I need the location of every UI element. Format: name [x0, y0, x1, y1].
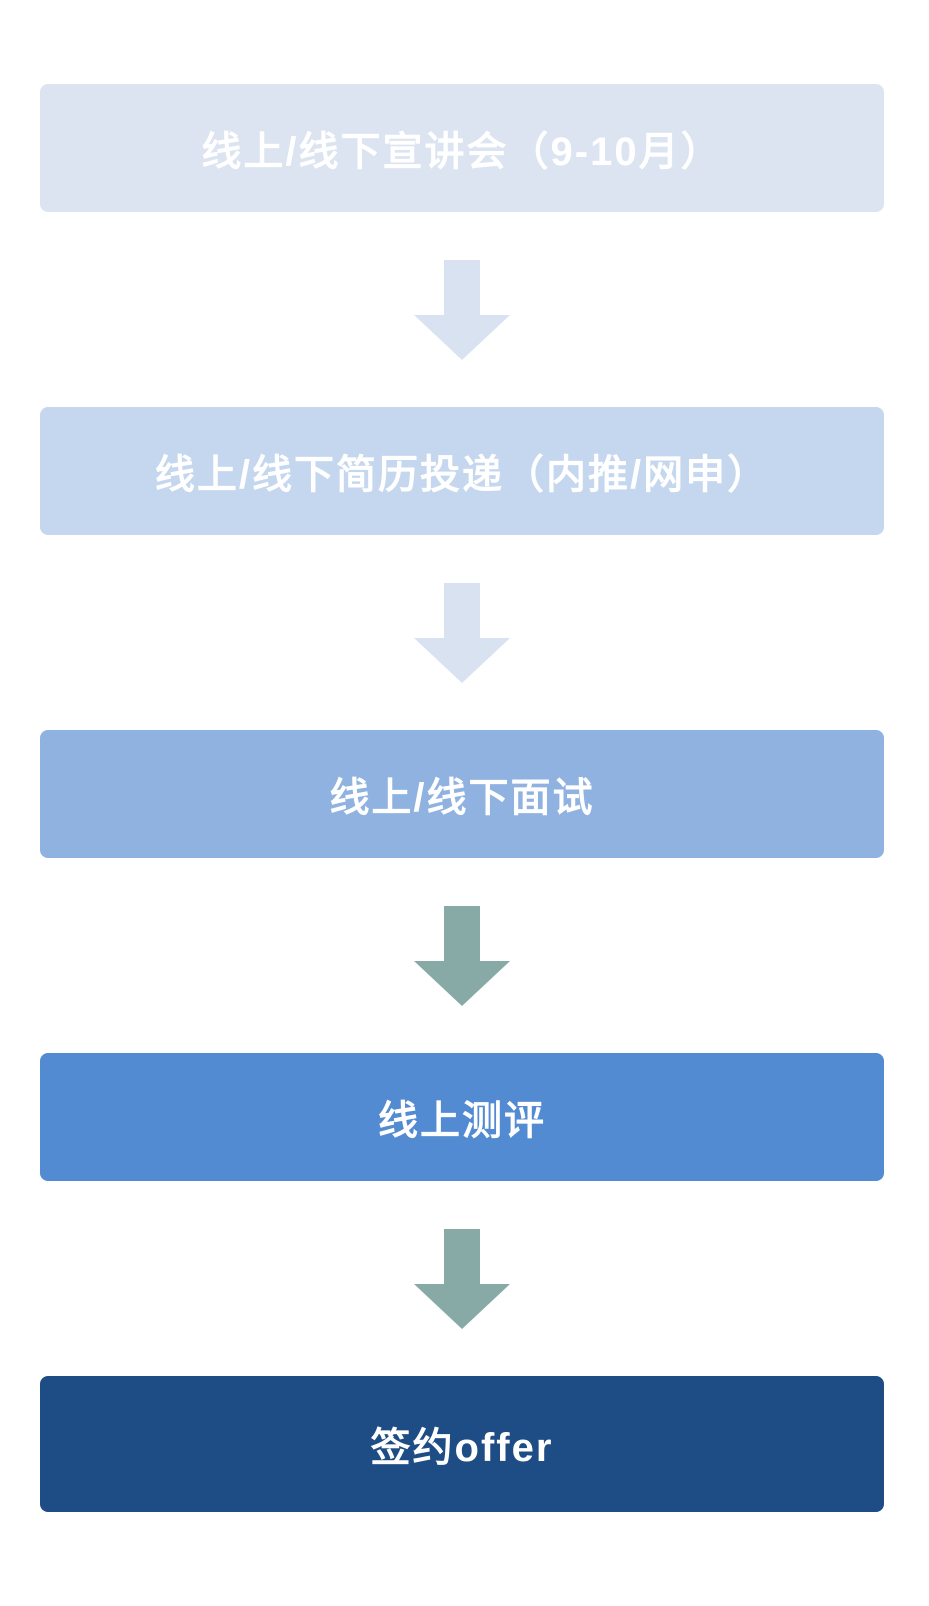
arrow-row	[40, 535, 884, 730]
flow-step-label: 线上/线下面试	[329, 776, 595, 820]
flow-step-label: 线上测评	[378, 1099, 546, 1143]
recruitment-flowchart: 线上/线下宣讲会（9-10月） 线上/线下简历投递（内推/网申） 线上/线下面试…	[40, 84, 884, 1512]
arrow-row	[40, 212, 884, 407]
flow-step-label: 线上/线下简历投递（内推/网申）	[154, 453, 770, 497]
down-arrow-icon	[414, 259, 510, 360]
flow-step-online-assessment: 线上测评	[40, 1053, 884, 1181]
flow-step-resume-submission: 线上/线下简历投递（内推/网申）	[40, 407, 884, 535]
down-arrow-icon	[414, 1228, 510, 1329]
flow-step-label: 签约offer	[370, 1426, 554, 1470]
flow-step-interview: 线上/线下面试	[40, 730, 884, 858]
flow-step-sign-offer: 签约offer	[40, 1376, 884, 1512]
down-arrow-icon	[414, 905, 510, 1006]
flow-step-label: 线上/线下宣讲会（9-10月）	[201, 130, 723, 174]
arrow-row	[40, 1181, 884, 1376]
flow-step-info-session: 线上/线下宣讲会（9-10月）	[40, 84, 884, 212]
down-arrow-icon	[414, 582, 510, 683]
arrow-row	[40, 858, 884, 1053]
